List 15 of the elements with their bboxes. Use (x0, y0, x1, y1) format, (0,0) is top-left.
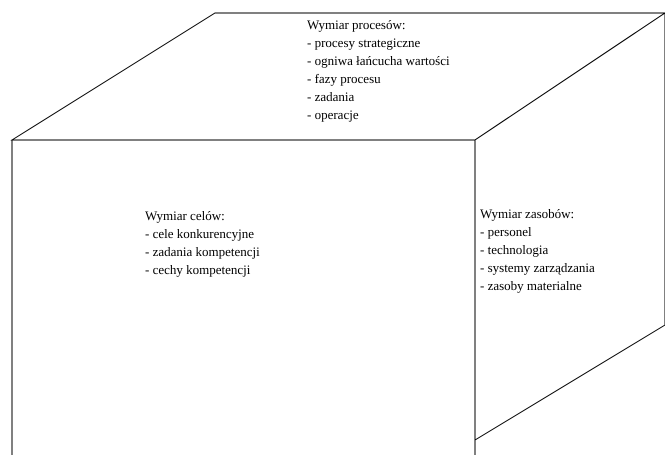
list-item: - zasoby materialne (480, 277, 582, 295)
list-item: - procesy strategiczne (307, 34, 420, 52)
list-item: - cele konkurencyjne (145, 225, 254, 243)
list-item: - personel (480, 223, 532, 241)
face-heading: Wymiar zasobów: (480, 205, 574, 223)
list-item: - zadania (307, 88, 354, 106)
list-item: - zadania kompetencji (145, 243, 260, 261)
list-item: - ogniwa łańcucha wartości (307, 52, 450, 70)
list-item: - operacje (307, 106, 359, 124)
face-heading: Wymiar procesów: (307, 16, 406, 34)
face-heading: Wymiar celów: (145, 207, 225, 225)
list-item: - technologia (480, 241, 548, 259)
list-item: - fazy procesu (307, 70, 381, 88)
list-item: - cechy kompetencji (145, 261, 250, 279)
list-item: - systemy zarządzania (480, 259, 595, 277)
